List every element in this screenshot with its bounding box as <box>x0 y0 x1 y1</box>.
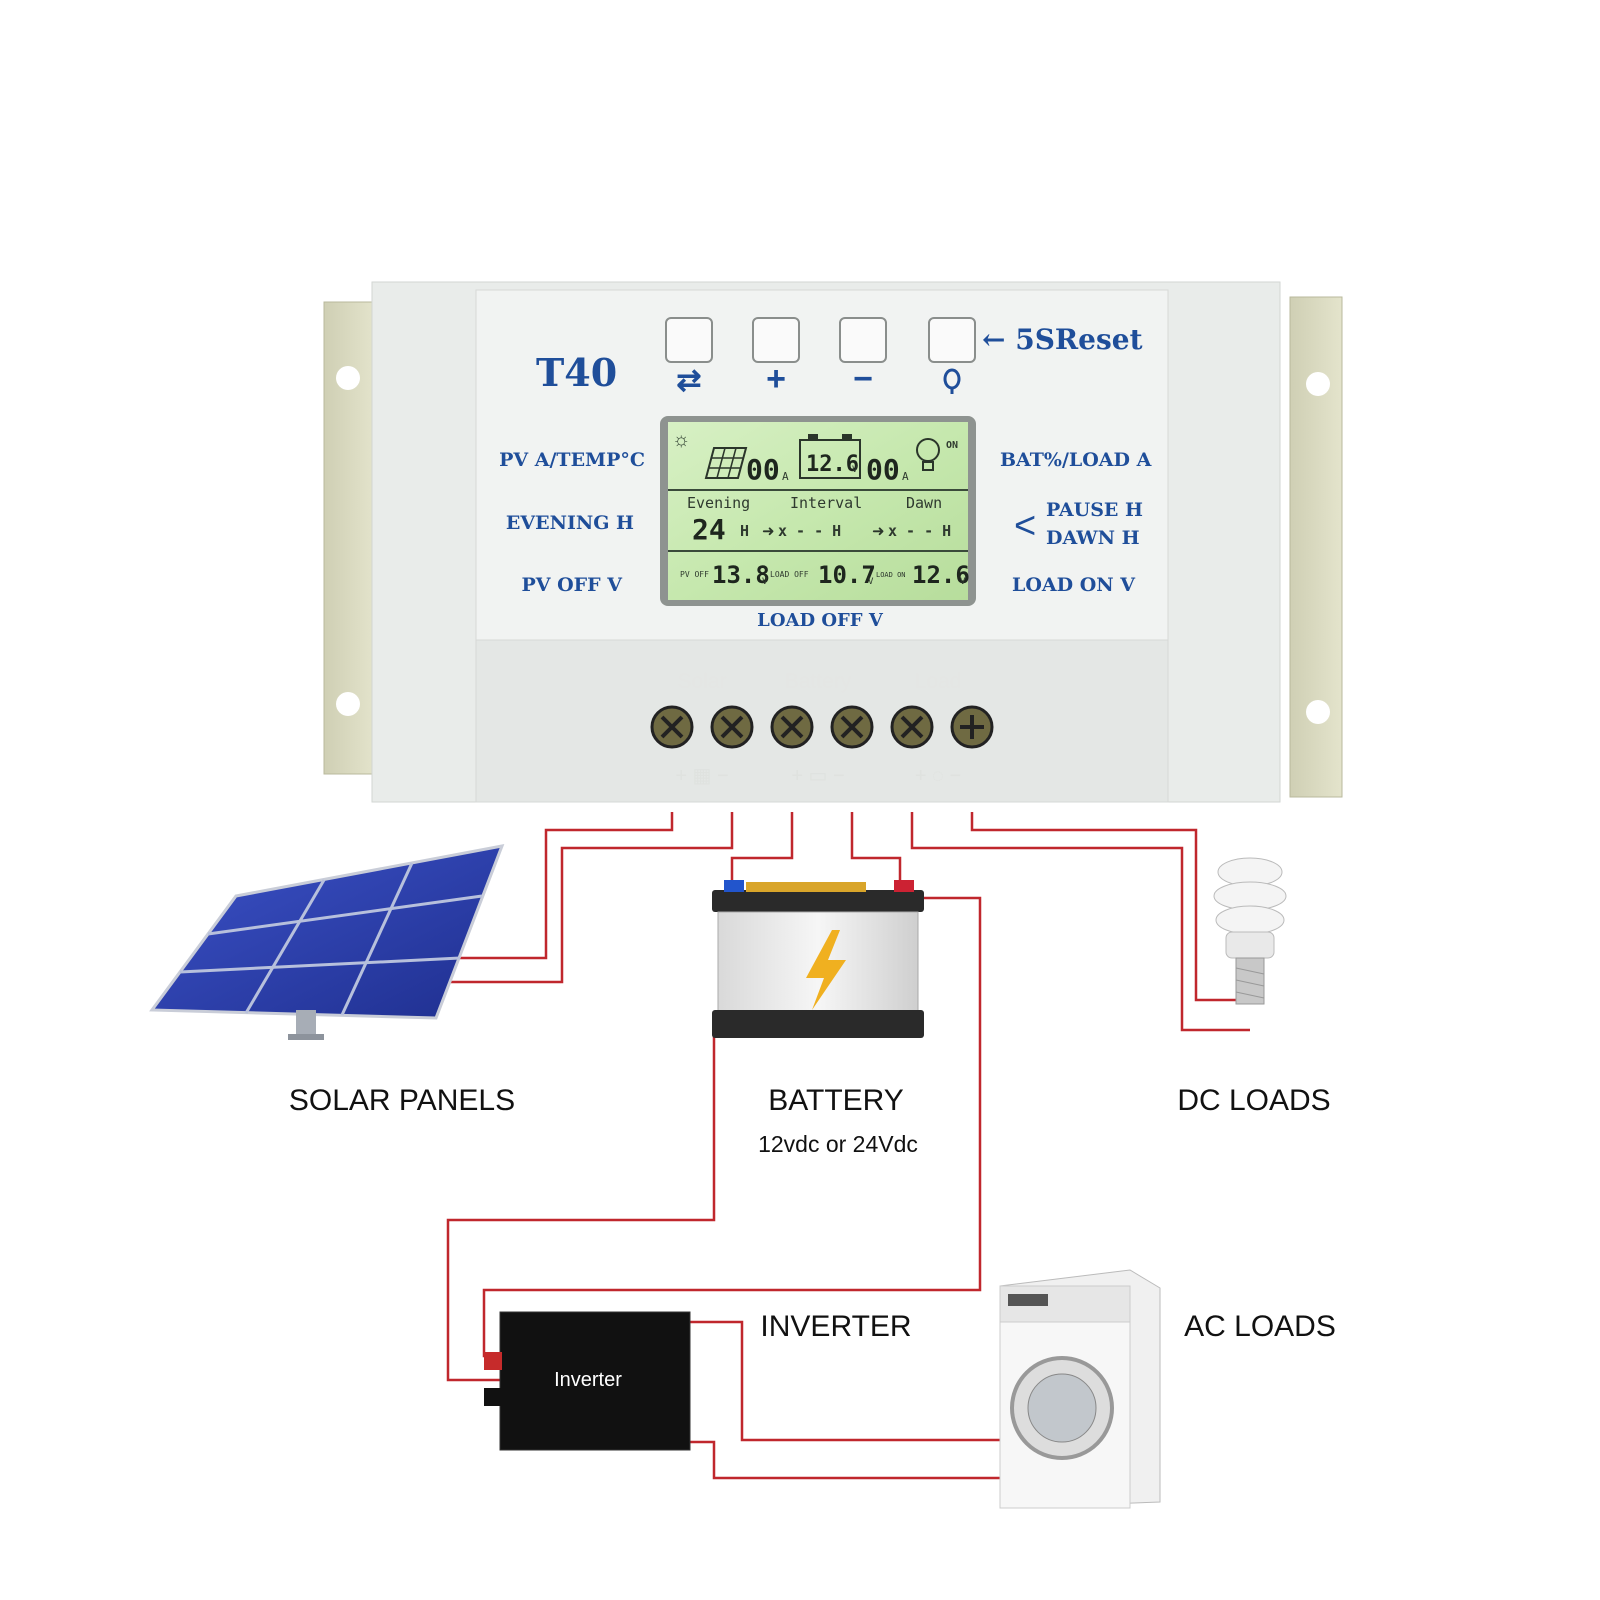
lcd-header-dawn: Dawn <box>906 494 942 512</box>
terminal-battery-positive[interactable] <box>770 705 814 749</box>
lcd-battery-voltage: 12.6 <box>806 452 859 477</box>
terminal-label-solar: Solar <box>677 670 726 693</box>
wire-load-negative <box>970 812 1250 1002</box>
bulb-icon <box>943 368 961 394</box>
solar-polarity-icon: + ▦ − <box>675 765 728 787</box>
right-mount-hole-bottom <box>1306 700 1330 724</box>
button-plus[interactable] <box>752 317 800 363</box>
reset-hint: ← 5SReset <box>982 323 1143 356</box>
lcd-bulb-icon <box>916 438 940 471</box>
left-mount-hole-top <box>336 366 360 390</box>
inverter-box-label: Inverter <box>554 1369 622 1391</box>
lcd-load-current: 00 <box>866 453 900 486</box>
button-minus[interactable] <box>839 317 887 363</box>
label-evening: EVENING H <box>506 512 634 534</box>
panel-mount-base <box>288 1034 324 1040</box>
lcd-load-on-voltage: 12.6 <box>912 561 970 589</box>
lcd-interval-value: x - - H <box>778 522 841 540</box>
left-mount-hole-bottom <box>336 692 360 716</box>
button-mode[interactable] <box>665 317 713 363</box>
label-pv-temp: PV A/TEMP°C <box>499 449 645 471</box>
lcd-display: ☼ 00 A 12.6 V 00 A ON <box>660 416 976 606</box>
bracket-symbol: < <box>1014 505 1036 547</box>
label-pv-off: PV OFF V <box>521 574 623 596</box>
label-solar-panels: SOLAR PANELS <box>289 1084 515 1117</box>
label-battery: BATTERY <box>768 1084 904 1117</box>
lcd-arrow-2: ➜ <box>872 523 885 540</box>
lcd-battery-unit: V <box>852 465 858 475</box>
terminal-label-battery: Battery <box>785 670 852 693</box>
wire-battery-positive <box>730 812 794 890</box>
lcd-load-on-unit: V <box>960 577 966 587</box>
lcd-dawn-value: x - - H <box>888 522 951 540</box>
terminal-label-load: Load <box>915 670 962 693</box>
battery-frame-icon <box>799 434 861 479</box>
wire-battery-negative <box>850 812 902 890</box>
wire-solar-negative <box>448 812 734 984</box>
wire-solar-positive <box>448 812 674 960</box>
lcd-header-evening: Evening <box>687 494 750 512</box>
load-polarity-icon: + ◌ − <box>915 765 961 787</box>
model-label: T40 <box>536 350 617 395</box>
charge-controller: T40 ⇄ + − ← 5SReset PV A/TEMP°C EVENING … <box>323 281 1343 803</box>
terminal-load-positive[interactable] <box>890 705 934 749</box>
mode-switch-icon: ⇄ <box>676 364 701 397</box>
lcd-load-unit: A <box>902 470 909 483</box>
right-mount-hole-top <box>1306 372 1330 396</box>
lcd-pv-off-voltage: 13.8 <box>712 561 770 589</box>
solar-panel-icon <box>704 447 748 479</box>
lcd-lbl-load-off: LOAD OFF <box>770 570 809 579</box>
wire-battery-inverter-1 <box>446 1016 716 1382</box>
label-dc-loads: DC LOADS <box>1177 1084 1330 1117</box>
lcd-pv-unit: A <box>782 470 789 483</box>
lcd-pv-off-unit: V <box>762 577 768 587</box>
terminal-panel <box>475 639 1169 803</box>
lcd-evening-unit: H <box>740 522 749 540</box>
lcd-arrow-1: ➜ <box>762 523 775 540</box>
lcd-lbl-load-on: LOAD ON <box>876 571 906 579</box>
lightning-icon <box>806 930 846 1010</box>
solar-panel-array <box>149 844 505 1040</box>
label-pause: PAUSE H <box>1046 499 1143 521</box>
label-bat-load: BAT%/LOAD A <box>1000 449 1152 471</box>
label-ac-loads: AC LOADS <box>1184 1310 1336 1343</box>
wire-inverter-ac-1 <box>690 1320 1000 1442</box>
washing-machine-icon <box>999 1269 1161 1509</box>
lcd-on-indicator: ON <box>946 440 958 451</box>
label-battery-spec: 12vdc or 24Vdc <box>758 1131 918 1157</box>
label-load-on: LOAD ON V <box>1012 574 1136 596</box>
label-inverter: INVERTER <box>760 1310 911 1343</box>
terminal-battery-negative[interactable] <box>830 705 874 749</box>
cfl-bulb-icon <box>1213 857 1287 1005</box>
plus-icon: + <box>766 360 786 398</box>
inverter-illustration <box>484 1311 691 1451</box>
lcd-evening-hours: 24 <box>692 513 726 546</box>
lcd-load-off-unit: V <box>868 577 874 587</box>
terminal-solar-positive[interactable] <box>650 705 694 749</box>
wire-inverter-ac-2 <box>690 1440 1000 1480</box>
label-dawn: DAWN H <box>1046 527 1140 549</box>
lcd-lbl-pv-off: PV OFF <box>680 570 709 579</box>
terminal-solar-negative[interactable] <box>710 705 754 749</box>
button-light[interactable] <box>928 317 976 363</box>
battery-illustration <box>712 880 924 1038</box>
lcd-pv-current: 00 <box>746 453 780 486</box>
terminal-load-negative[interactable] <box>950 705 994 749</box>
battery-polarity-icon: + ▭ − <box>791 765 844 787</box>
panel-mount-post <box>296 1010 316 1036</box>
lcd-header-interval: Interval <box>790 494 862 512</box>
label-load-off: LOAD OFF V <box>757 610 884 631</box>
wire-load-positive <box>910 812 1250 1032</box>
lcd-load-off-voltage: 10.7 <box>818 561 876 589</box>
minus-icon: − <box>853 360 873 398</box>
sun-icon: ☼ <box>672 429 690 451</box>
